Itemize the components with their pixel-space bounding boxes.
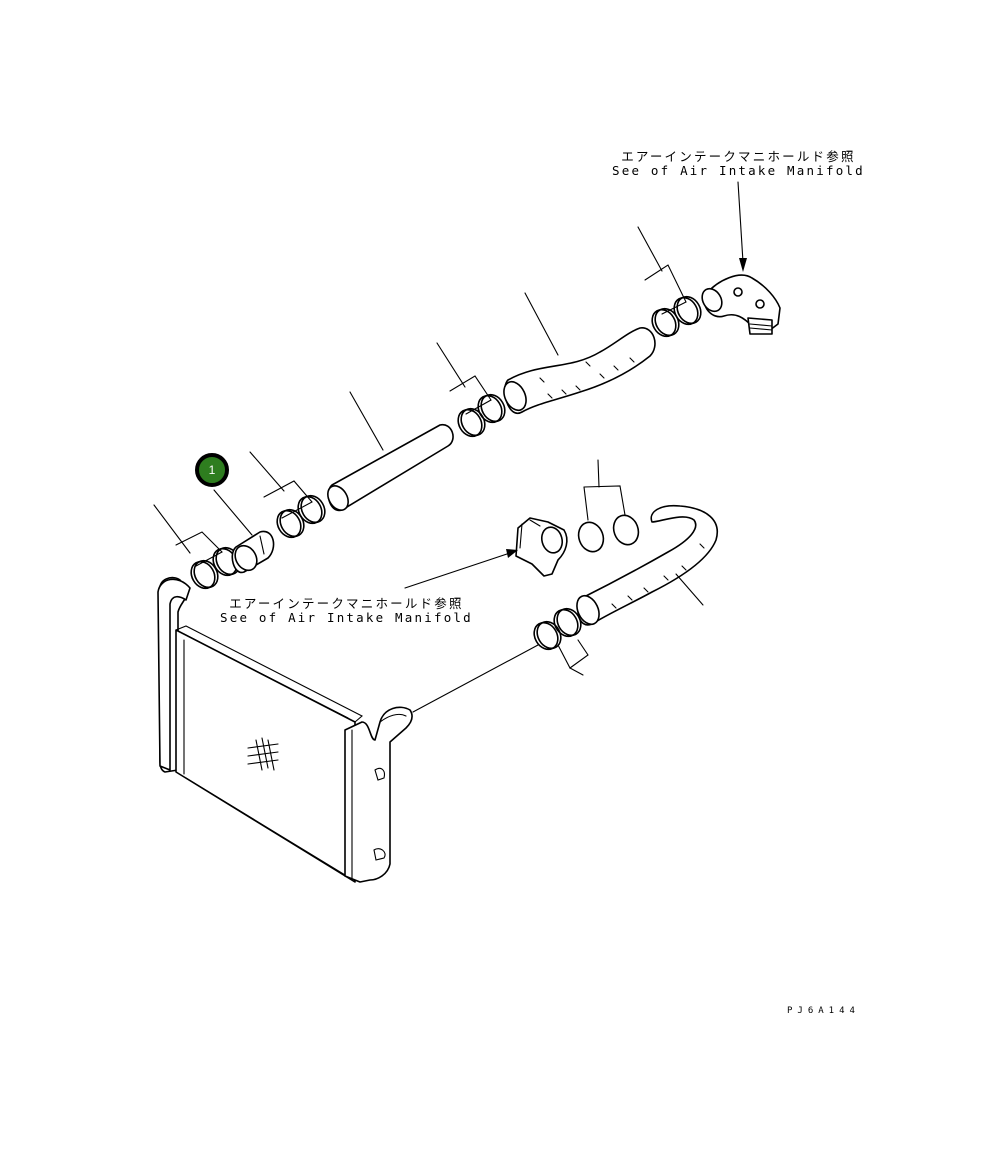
part-callout-1[interactable]: 1 (195, 453, 229, 487)
reference-note-top: エアーインテークマニホールド参照 See of Air Intake Manif… (612, 150, 865, 178)
lower-clamp-pair-2 (577, 514, 640, 553)
air-intake-manifold-elbow-upper (701, 274, 781, 335)
reference-note-lower: エアーインテークマニホールド参照 See of Air Intake Manif… (220, 597, 473, 625)
reference-note-lower-en: See of Air Intake Manifold (220, 610, 473, 625)
straight-tube (327, 423, 454, 512)
upper-clamp-pair-4 (651, 295, 702, 338)
upper-clamp-pair-3 (457, 393, 506, 438)
curved-hose-lower (576, 504, 719, 626)
leader-lines (153, 181, 747, 713)
reference-note-top-en: See of Air Intake Manifold (612, 163, 865, 178)
curved-hose-upper (503, 327, 656, 415)
reference-note-lower-jp: エアーインテークマニホールド参照 (229, 596, 464, 611)
drawing-code: PJ6A144 (787, 1006, 860, 1016)
connector-hose-part-1 (231, 530, 275, 574)
air-intake-manifold-elbow-lower (515, 517, 568, 577)
aftercooler-core (157, 576, 413, 883)
part-callout-number: 1 (208, 463, 216, 477)
reference-note-top-jp: エアーインテークマニホールド参照 (621, 149, 856, 164)
upper-clamp-pair-2 (276, 494, 326, 539)
